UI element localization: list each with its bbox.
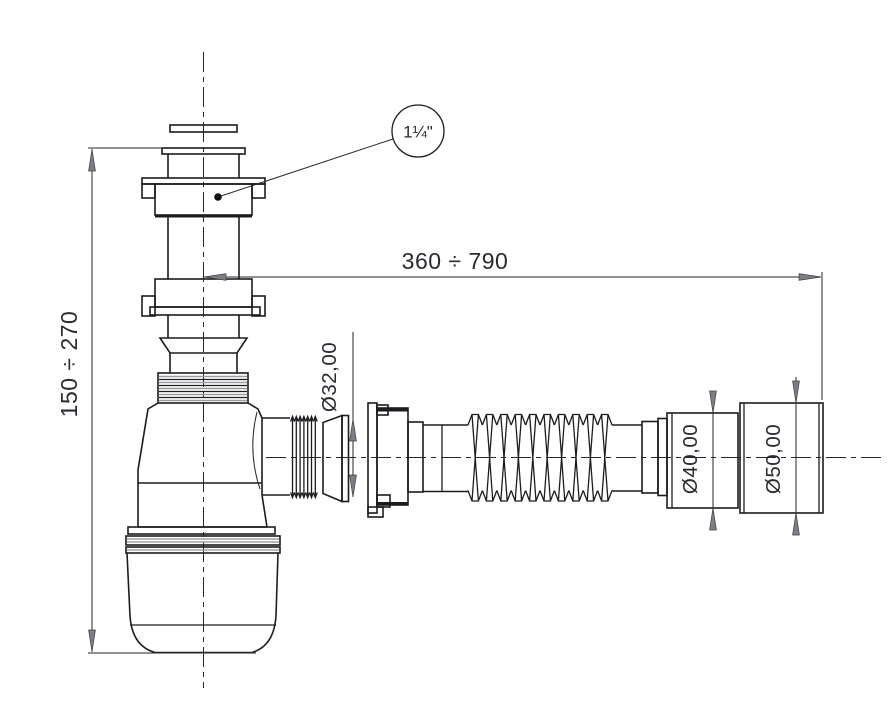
dimension-length-range: 360 ÷ 790: [203, 248, 823, 400]
leader-dot: [214, 193, 222, 201]
dim-height-label: 150 ÷ 270: [56, 311, 82, 418]
thread-size-balloon: 1¼": [214, 104, 445, 201]
dim-end-50-label: Ø50,00: [762, 424, 785, 494]
dimension-end-50: Ø50,00: [762, 377, 800, 536]
hose-end-40mm: [666, 412, 739, 509]
dim-length-label: 360 ÷ 790: [402, 248, 509, 274]
dimension-height-range: 150 ÷ 270: [56, 147, 256, 654]
dim-hose-diameter-label: Ø32,00: [318, 342, 341, 412]
hose-compression-nut: [367, 402, 424, 518]
trap-cup-joint: [125, 526, 281, 554]
trap-inlet-thread: [157, 372, 249, 404]
drain-tailpipe-lower: [158, 315, 249, 373]
drain-tailpipe-upper: [167, 217, 240, 279]
cone-gasket: [322, 414, 350, 503]
hose-end-50mm: [739, 402, 824, 514]
dim-end-40-label: Ø40,00: [679, 424, 702, 494]
dimension-hose-diameter: Ø32,00: [318, 332, 357, 498]
trap-body: [137, 402, 290, 528]
sink-drain-strainer: [161, 124, 246, 178]
centerlines: [203, 52, 883, 688]
balloon-circle: [391, 104, 445, 158]
dimension-end-40: Ø40,00: [679, 390, 717, 531]
thread-size-label: 1¼": [403, 123, 433, 142]
drain-locknut-lower: [141, 278, 266, 317]
trap-cup: [126, 552, 279, 654]
